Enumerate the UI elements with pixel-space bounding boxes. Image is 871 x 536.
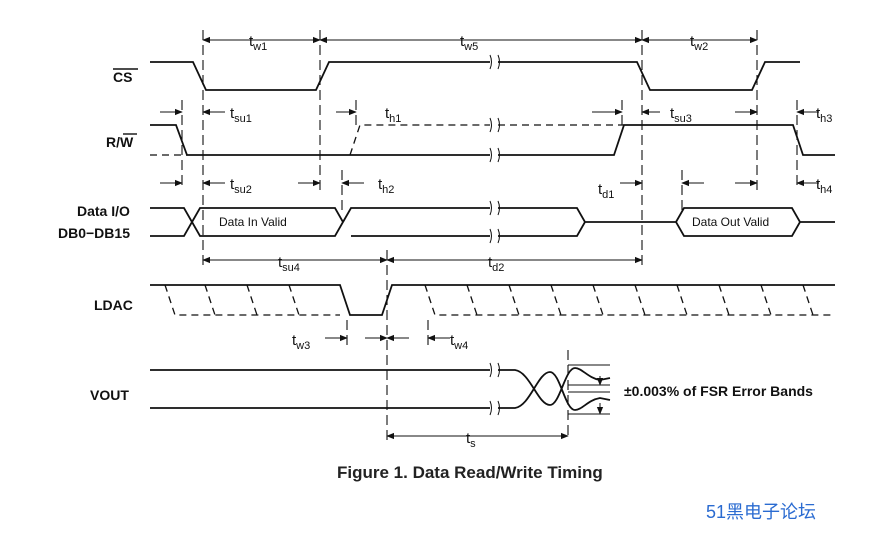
rw-waveform xyxy=(150,124,835,156)
rw-label: R/W xyxy=(106,134,134,150)
break-mark xyxy=(489,54,500,70)
timing-label-th4: th4 xyxy=(816,176,832,196)
data-io-waveform xyxy=(150,207,835,237)
timing-label-tw5: tw5 xyxy=(460,33,478,53)
ldac-waveform xyxy=(150,284,835,316)
timing-dimensions: tw1 tw5 tw2 tsu1 th1 tsu3 th3 tsu2 th2 td1 th4 tsu4… xyxy=(160,33,832,450)
timing-label-th2: th2 xyxy=(378,176,394,196)
cs-label: CS xyxy=(113,69,132,85)
timing-label-th3: th3 xyxy=(816,105,832,125)
timing-label-tw4: tw4 xyxy=(450,332,468,352)
rw-label-r: R/ xyxy=(106,134,120,150)
timing-label-th1: th1 xyxy=(385,105,401,125)
timing-label-ts: ts xyxy=(466,430,476,450)
timing-label-tw3: tw3 xyxy=(292,332,310,352)
data-io-label: Data I/O xyxy=(77,203,130,219)
ldac-label: LDAC xyxy=(94,297,133,313)
timing-label-tsu1: tsu1 xyxy=(230,105,252,125)
reference-lines xyxy=(181,30,798,440)
vout-label-sub: OUT xyxy=(99,387,129,403)
figure-caption: Figure 1. Data Read/Write Timing xyxy=(337,463,603,482)
error-band-label: ±0.003% of FSR Error Bands xyxy=(624,383,813,399)
error-bands xyxy=(568,364,610,415)
rw-label-w: W xyxy=(120,134,134,150)
ldac-dont-care-pattern xyxy=(164,284,835,316)
timing-label-tw2: tw2 xyxy=(690,33,708,53)
watermark: 51黑电子论坛 xyxy=(706,502,816,522)
timing-label-td2: td2 xyxy=(488,254,504,274)
data-in-valid-label: Data In Valid xyxy=(219,215,287,229)
data-out-valid-label: Data Out Valid xyxy=(692,215,769,229)
vout-waveform xyxy=(150,367,611,411)
db-label: DB0−DB15 xyxy=(58,225,130,241)
vout-label: VOUT xyxy=(90,387,129,403)
timing-label-tsu2: tsu2 xyxy=(230,176,252,196)
vout-label-v: V xyxy=(90,387,100,403)
timing-label-tsu3: tsu3 xyxy=(670,105,692,125)
timing-label-td1: td1 xyxy=(598,181,614,201)
timing-label-tsu4: tsu4 xyxy=(278,254,300,274)
timing-label-tw1: tw1 xyxy=(249,33,267,53)
cs-waveform xyxy=(150,61,800,91)
